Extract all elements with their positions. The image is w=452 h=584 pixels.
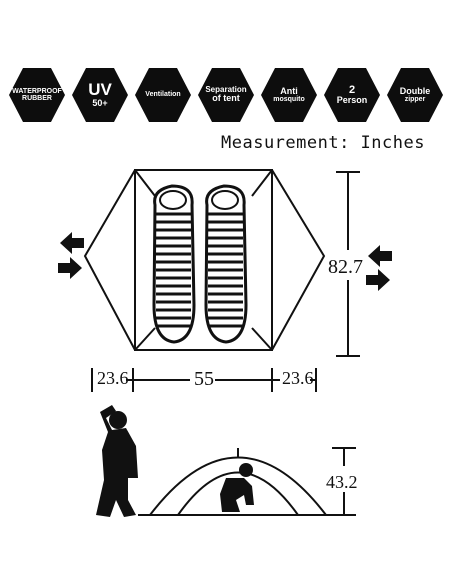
badge-line3: mosquito xyxy=(273,96,305,104)
standing-person-silhouette xyxy=(96,405,138,517)
sleeping-bag-right xyxy=(204,184,248,344)
width-vestibule-left-value: 23.6 xyxy=(97,368,129,388)
tent-floor-plan xyxy=(83,169,326,351)
badge-line1: UV xyxy=(88,80,112,100)
badge-line1: 2 xyxy=(348,83,356,96)
badge-line2: 50+ xyxy=(92,98,108,109)
sleeping-bag-left xyxy=(152,184,196,344)
sitting-person-silhouette xyxy=(220,463,254,512)
badge-line2: WATERPROOF xyxy=(12,87,62,95)
length-value: 82.7 xyxy=(328,256,363,278)
door-arrows-right xyxy=(366,245,392,291)
badge-line2: Person xyxy=(336,95,368,106)
badge-line2: Double xyxy=(399,85,431,96)
arrow-right-icon xyxy=(366,269,390,291)
length-dimension xyxy=(336,171,360,357)
tent-side-view xyxy=(138,448,336,516)
arrow-left-icon xyxy=(60,232,84,254)
height-value: 43.2 xyxy=(326,472,358,492)
badge-line1: Separation xyxy=(205,85,247,95)
badge-line2: of tent xyxy=(212,93,240,104)
door-arrows-left xyxy=(58,232,84,279)
badge-line2: Ventilation xyxy=(145,91,181,99)
measurement-unit-label: Measurement: Inches xyxy=(221,133,425,153)
badge-line3: zipper xyxy=(404,96,426,104)
arrow-left-icon xyxy=(368,245,392,267)
badge-line2: Anti xyxy=(280,85,298,96)
arrow-right-icon xyxy=(58,257,82,279)
width-vestibule-right-value: 23.6 xyxy=(282,368,314,388)
height-dimension xyxy=(332,447,356,516)
width-center-value: 55 xyxy=(194,368,214,390)
badge-line3: RUBBER xyxy=(22,95,52,102)
width-dimension xyxy=(91,368,317,392)
ventilation-icon: Ventilation xyxy=(134,66,192,124)
